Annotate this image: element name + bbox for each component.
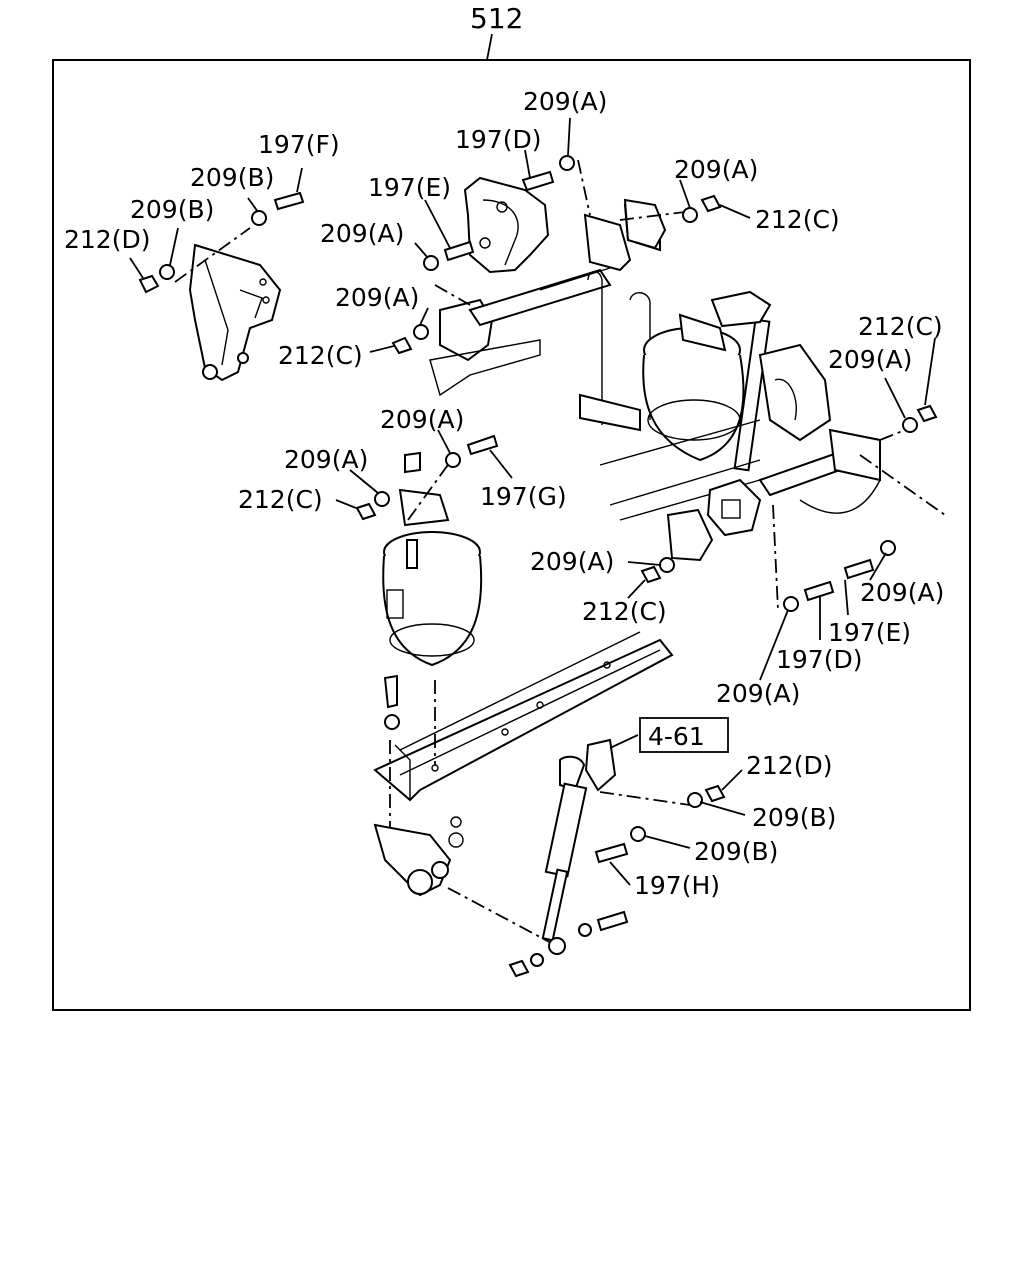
- callout-212c-far-right: 212(C): [858, 312, 943, 341]
- callout-212c-mid-left: 212(C): [238, 485, 323, 514]
- callout-209b-upper: 209(B): [190, 163, 274, 192]
- callout-197d-top: 197(D): [455, 125, 541, 154]
- callout-197f: 197(F): [258, 130, 340, 159]
- callout-209a-mid-left: 209(A): [284, 445, 368, 474]
- callout-212c-right-top: 212(C): [755, 205, 840, 234]
- callout-209a-left-2: 209(A): [335, 283, 419, 312]
- callout-212c-center: 212(C): [582, 597, 667, 626]
- reference-box[interactable]: [639, 717, 729, 753]
- callout-labels: 197(F) 209(B) 209(B) 212(D) 197(D) 209(A…: [64, 87, 944, 900]
- callout-209b-lower-1: 209(B): [752, 803, 836, 832]
- callout-209a-far-right: 209(A): [828, 345, 912, 374]
- callout-209a-left-1: 209(A): [320, 219, 404, 248]
- callout-212d-lower: 212(D): [746, 751, 832, 780]
- fasteners: [138, 155, 938, 978]
- callout-212d-left: 212(D): [64, 225, 150, 254]
- shock-absorber: [541, 738, 691, 955]
- callout-197d-lower: 197(D): [776, 645, 862, 674]
- callout-209b-lower-2: 209(B): [694, 837, 778, 866]
- callout-197e-top: 197(E): [368, 173, 451, 202]
- callout-209a-bottom: 209(A): [716, 679, 800, 708]
- callout-209a-top: 209(A): [523, 87, 607, 116]
- left-hanger-bracket: [188, 243, 282, 382]
- reference-label: 4-61: [648, 722, 705, 751]
- lower-hanger: [373, 816, 556, 946]
- leader-lines: [129, 117, 946, 886]
- callout-197e-lower: 197(E): [828, 618, 911, 647]
- diagram-frame: [52, 59, 971, 1011]
- group-number-label: 512: [470, 2, 523, 35]
- callout-209a-center: 209(A): [530, 547, 614, 576]
- callout-197h: 197(H): [634, 871, 720, 900]
- callout-209b-lower: 209(B): [130, 195, 214, 224]
- lower-air-spring: [382, 451, 483, 667]
- callout-209a-mid: 209(A): [380, 405, 464, 434]
- callout-197g: 197(G): [480, 482, 567, 511]
- cross-member-assembly: [429, 176, 881, 562]
- callout-212c-left: 212(C): [278, 341, 363, 370]
- callout-209a-right-lower: 209(A): [860, 578, 944, 607]
- lower-beam: [373, 631, 674, 830]
- callout-209a-right-top: 209(A): [674, 155, 758, 184]
